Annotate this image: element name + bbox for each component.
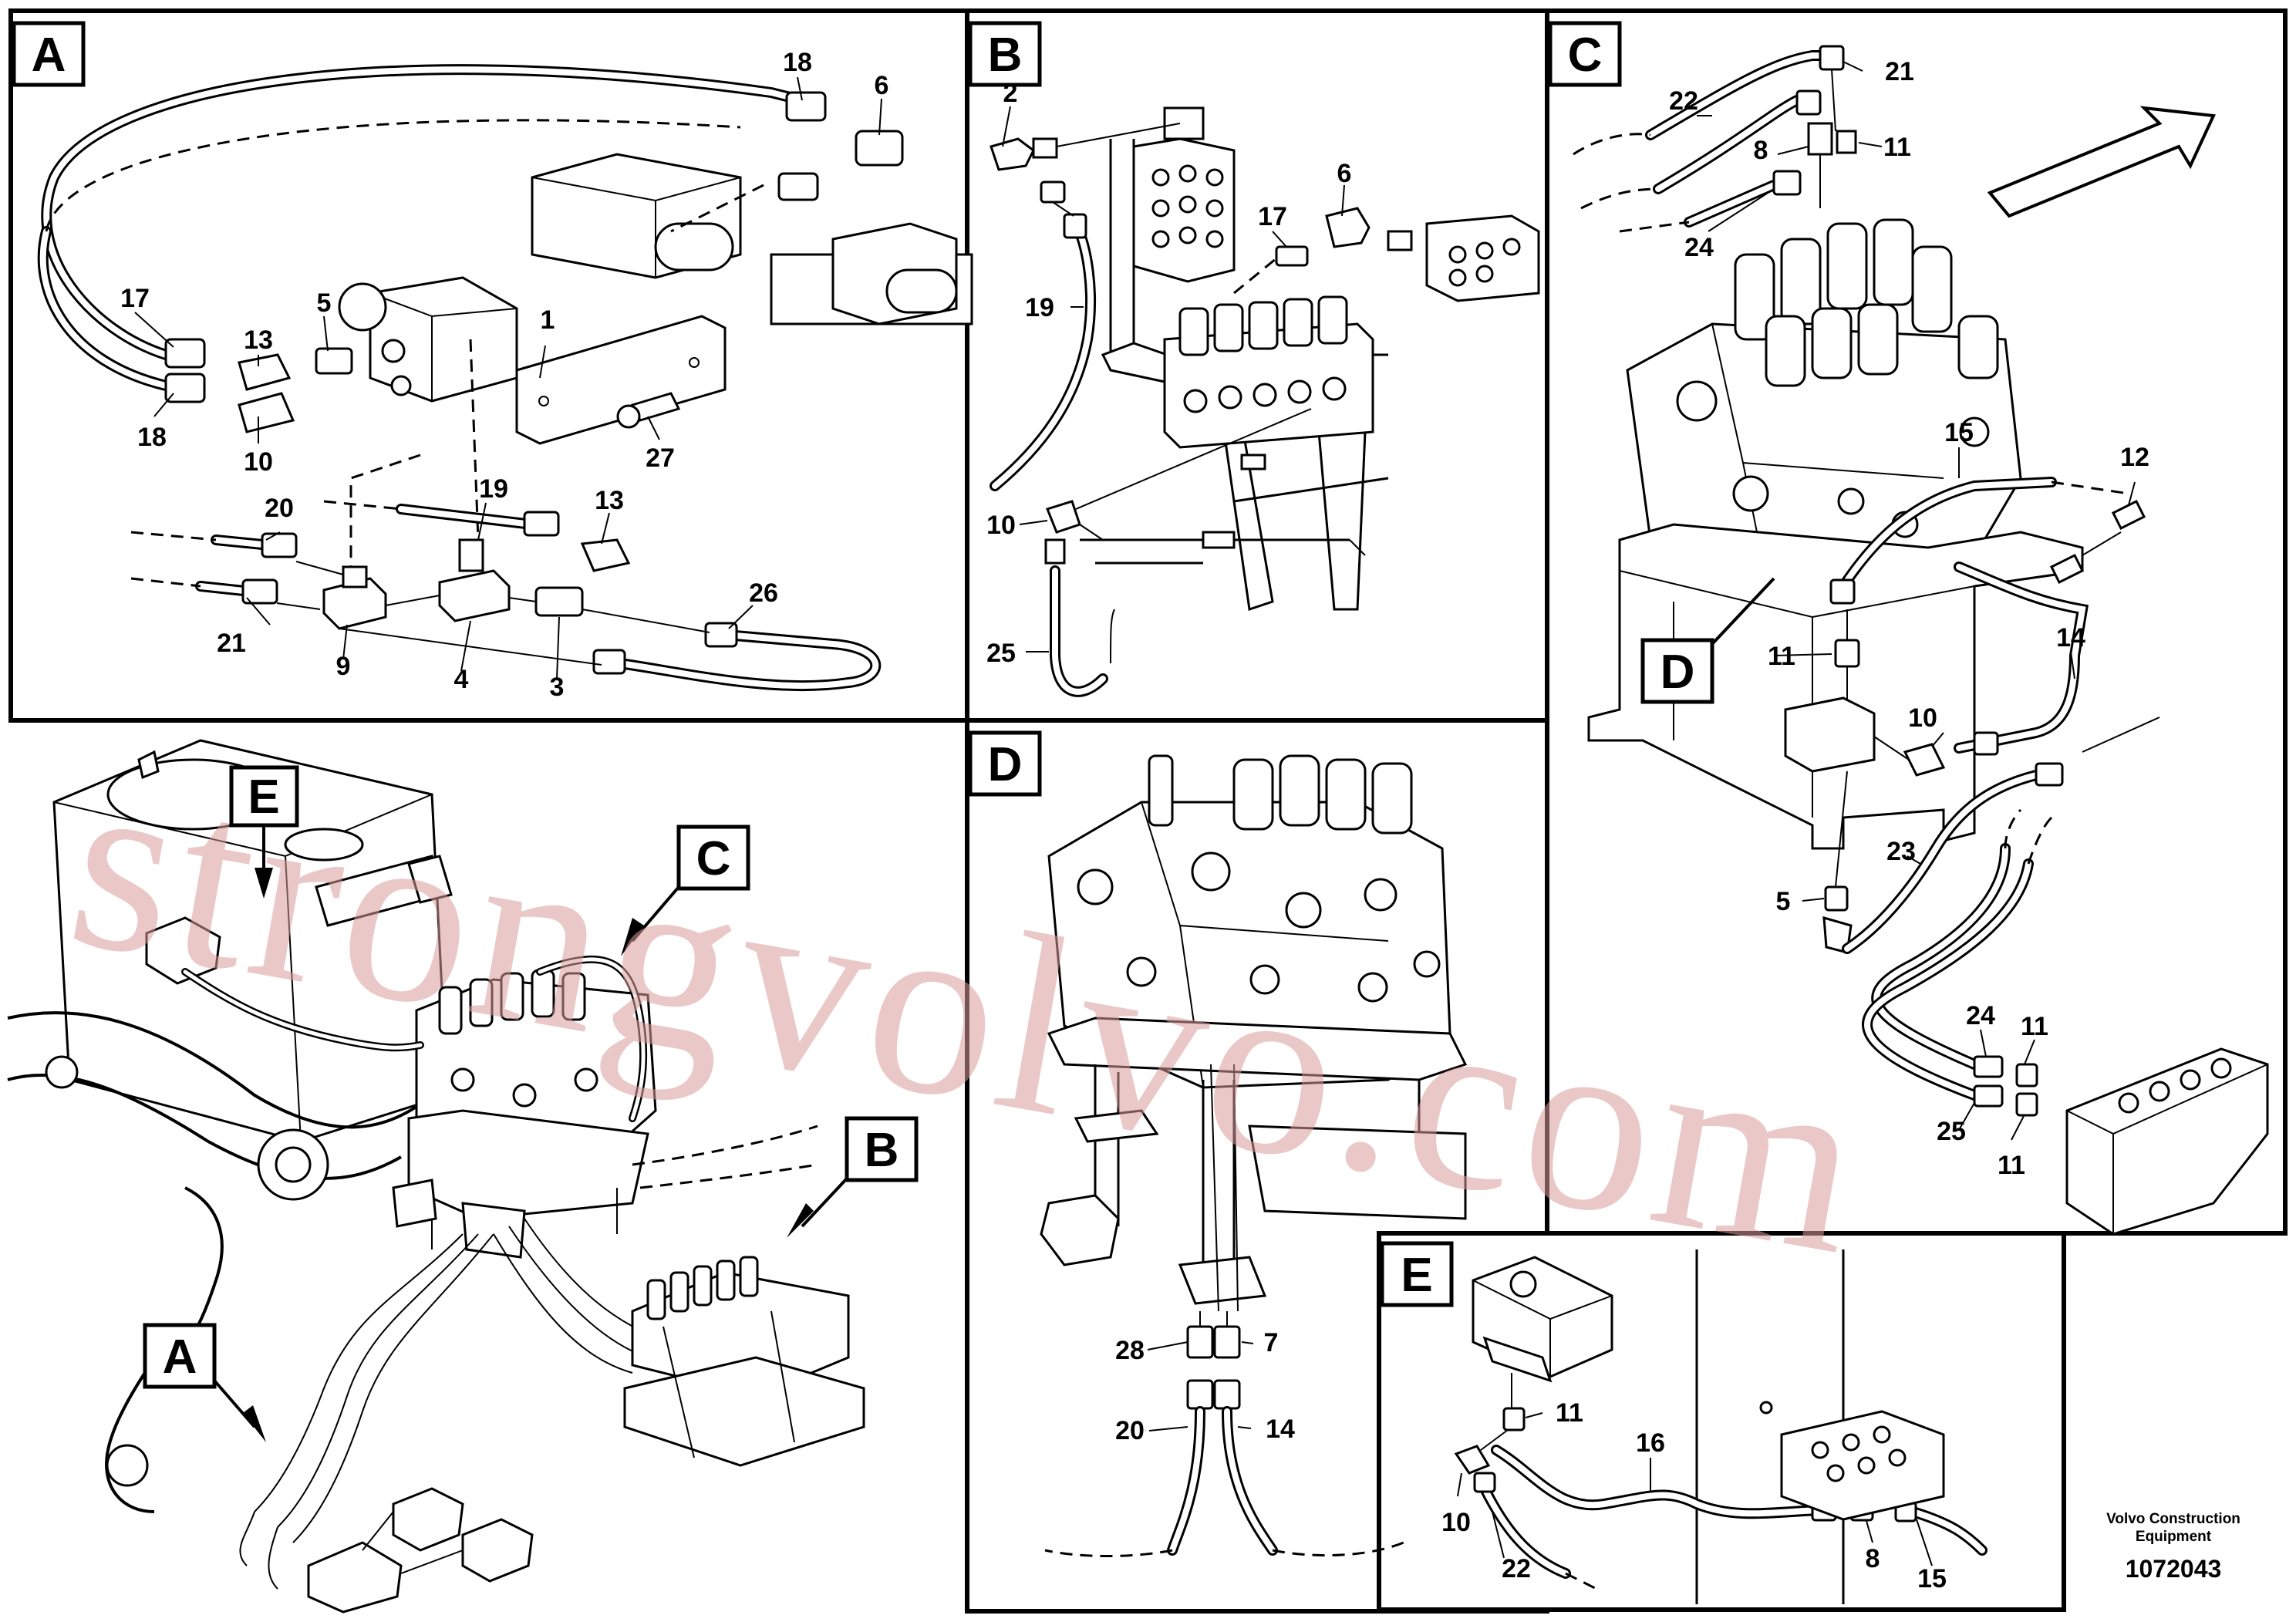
label-a-13: 21 (217, 629, 246, 658)
label-a-14: 9 (336, 652, 351, 681)
label-c-10: 23 (1886, 837, 1916, 866)
label-b-4: 10 (986, 511, 1016, 540)
label-c-3: 11 (1883, 133, 1911, 162)
svg-text:B: B (865, 1124, 899, 1177)
label-c-15: 11 (1998, 1151, 2025, 1180)
svg-text:C: C (1568, 29, 1603, 82)
footer-drawing-number: 1072043 (2126, 1555, 2222, 1583)
label-e-2: 10 (1441, 1508, 1471, 1537)
label-c-2: 8 (1754, 136, 1768, 165)
label-a-1: 6 (875, 71, 889, 100)
footer-block: Volvo Construction Equipment 1072043 (2106, 1511, 2240, 1583)
panel-c-labels: 21 22 8 11 24 15 12 11 14 10 23 5 24 11 … (1669, 57, 2149, 1180)
label-c-8: 14 (2056, 623, 2085, 653)
label-b-1: 6 (1337, 159, 1352, 188)
panel-e-labels: 11 16 10 22 8 15 (1441, 1398, 1947, 1593)
label-b-2: 17 (1258, 202, 1287, 231)
label-a-2: 5 (317, 288, 332, 318)
footer-company-line1: Volvo Construction (2106, 1511, 2240, 1527)
label-c-0: 21 (1885, 57, 1914, 86)
panel-a-labels: 18 6 5 17 13 1 18 10 27 19 13 20 26 21 9… (120, 48, 888, 702)
label-a-5: 1 (541, 305, 555, 335)
label-e-4: 8 (1866, 1544, 1880, 1573)
panel-c-leaders (1697, 61, 2136, 1141)
label-a-0: 18 (783, 48, 812, 77)
panel-b-leaders (1002, 106, 1345, 653)
label-b-0: 2 (1003, 79, 1018, 108)
label-d-0: 28 (1115, 1336, 1145, 1365)
label-b-3: 19 (1025, 293, 1054, 322)
label-a-7: 10 (244, 447, 273, 477)
label-c-12: 24 (1966, 1001, 1995, 1030)
label-a-16: 3 (550, 673, 565, 702)
svg-text:A: A (32, 29, 66, 82)
panel-a-drawing (37, 64, 973, 692)
panel-e-leaders (1457, 1412, 1933, 1566)
panel-d-letter-box: D (968, 730, 1042, 797)
svg-text:C: C (696, 832, 731, 885)
overview-drawing (7, 739, 865, 1614)
label-a-8: 27 (646, 443, 675, 473)
label-e-0: 11 (1556, 1398, 1583, 1428)
overview-callout-e: E (229, 765, 299, 899)
panel-b-labels: 2 6 17 19 10 25 (986, 79, 1351, 668)
svg-text:E: E (1401, 1249, 1432, 1302)
label-b-5: 25 (986, 639, 1016, 668)
label-a-15: 4 (454, 665, 469, 694)
label-a-11: 20 (265, 494, 294, 523)
panel-e-letter-box: E (1380, 1241, 1454, 1307)
label-d-2: 20 (1115, 1416, 1145, 1445)
label-a-4: 13 (244, 325, 273, 355)
label-c-14: 25 (1937, 1117, 1966, 1146)
svg-text:B: B (988, 29, 1023, 82)
footer-company-line2: Equipment (2136, 1529, 2212, 1545)
panel-d-drawing (1040, 754, 1468, 1557)
label-c-11: 5 (1776, 887, 1791, 916)
label-e-1: 16 (1636, 1428, 1665, 1458)
panel-e-drawing (1454, 1249, 1988, 1604)
label-a-9: 19 (479, 474, 508, 504)
panel-a-leaders (134, 76, 882, 679)
panel-b-letter-box: B (968, 21, 1042, 87)
panel-d-frame (965, 718, 1549, 1614)
panel-d-leaders (1147, 1341, 1254, 1431)
svg-text:D: D (988, 738, 1023, 791)
label-c-6: 12 (2120, 443, 2149, 472)
svg-text:E: E (248, 771, 279, 824)
label-c-1: 22 (1669, 86, 1698, 116)
svg-text:A: A (163, 1330, 197, 1384)
label-a-3: 17 (120, 284, 150, 313)
label-c-13: 11 (2021, 1012, 2048, 1041)
label-d-3: 14 (1266, 1415, 1295, 1444)
panel-c-letter-box: C (1548, 21, 1622, 87)
label-c-7: 11 (1768, 642, 1795, 671)
panel-d-labels: 28 7 20 14 (1115, 1328, 1295, 1445)
label-d-1: 7 (1264, 1328, 1279, 1357)
label-e-5: 15 (1917, 1564, 1947, 1593)
label-c-5: 15 (1944, 418, 1974, 447)
panel-b-drawing (990, 106, 1540, 697)
overview-callouts: E C B A (143, 765, 919, 1442)
direction-arrow-icon (1987, 106, 2216, 218)
panel-c-d-callout: D (1660, 646, 1695, 699)
label-a-12: 26 (749, 578, 778, 608)
overview-callout-c: C (621, 824, 750, 956)
panel-a-letter-box: A (12, 21, 86, 87)
panel-c-drawing: D (1573, 45, 2269, 1236)
label-e-3: 22 (1502, 1554, 1531, 1583)
label-a-6: 18 (137, 423, 167, 452)
label-a-10: 13 (595, 486, 624, 515)
overview-callout-b: B (787, 1116, 919, 1238)
overview-callout-a: A (143, 1323, 266, 1442)
label-c-4: 24 (1684, 233, 1714, 262)
label-c-9: 10 (1908, 703, 1937, 733)
